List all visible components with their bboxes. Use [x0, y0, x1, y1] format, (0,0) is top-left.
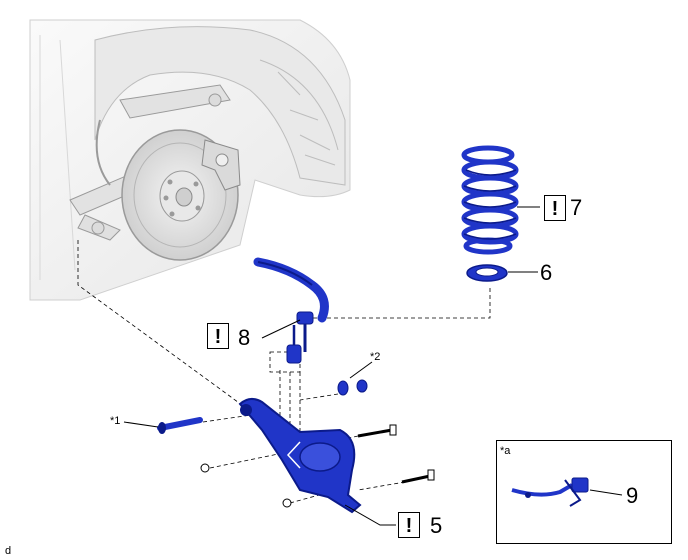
bushes — [337, 379, 368, 396]
callout-6: 6 — [540, 260, 553, 285]
callout-5: 5 — [430, 513, 443, 538]
stabilizer-link — [286, 325, 302, 364]
stabilizer-bar — [253, 257, 329, 352]
callout-9: 9 — [626, 483, 639, 508]
lower-arm — [238, 398, 362, 514]
note-inset: *a — [500, 445, 511, 457]
warning-box-8: ! — [207, 323, 229, 349]
nuts-and-bolts — [200, 424, 435, 508]
detail-inset-frame — [496, 440, 672, 544]
note-bolt: *1 — [110, 415, 121, 427]
bolt-blue — [157, 417, 203, 434]
callout-7: 7 — [570, 195, 583, 220]
figure-code: d — [5, 545, 12, 557]
leader-lines — [123, 206, 623, 526]
warning-box-7: ! — [544, 195, 566, 221]
coil-spring-shading — [463, 169, 517, 240]
spring-seat — [466, 264, 508, 282]
inset-illustration — [511, 477, 589, 507]
vehicle-body-illustration — [29, 19, 351, 301]
warning-box-5: ! — [398, 512, 420, 538]
note-bush: *2 — [370, 351, 381, 363]
callout-8: 8 — [238, 325, 251, 350]
